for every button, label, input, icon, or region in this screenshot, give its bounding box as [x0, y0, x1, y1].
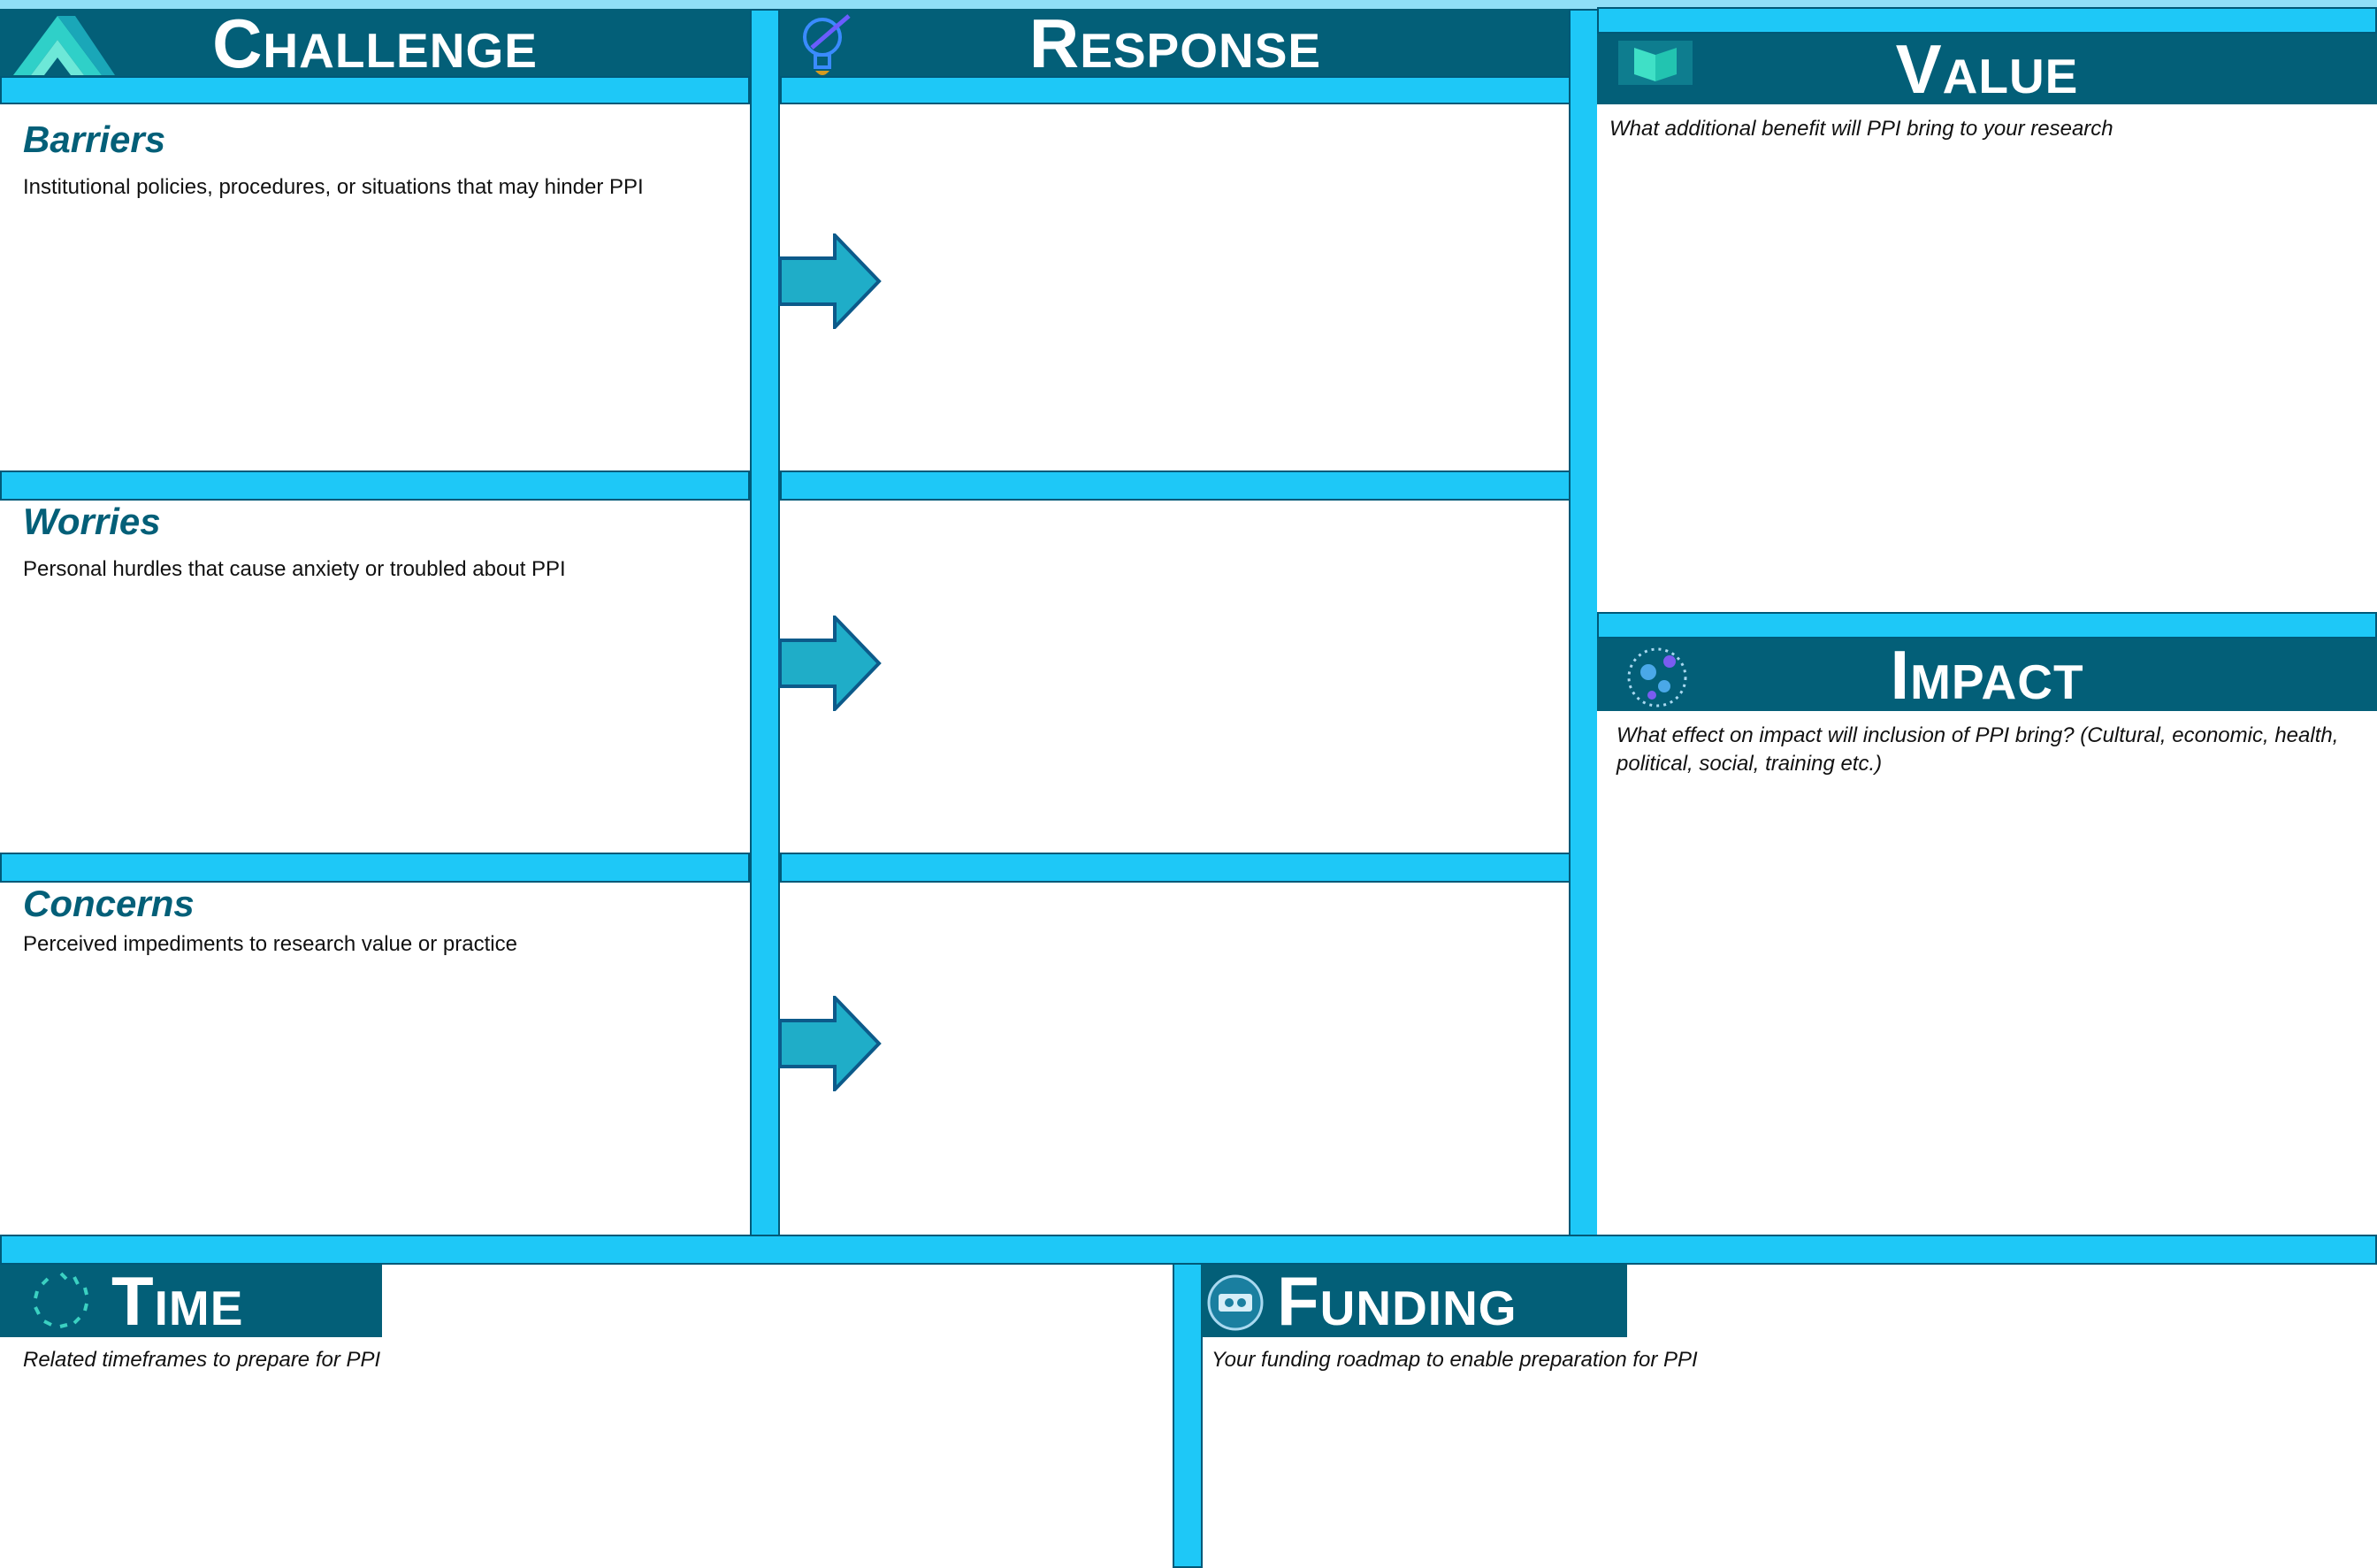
value-topbar: [1597, 7, 2377, 34]
arrow-right-icon-2: [778, 616, 883, 711]
bottom-divider: [0, 1235, 2377, 1265]
funding-desc: Your funding roadmap to enable preparati…: [1211, 1348, 1698, 1372]
concerns-title: Concerns: [23, 883, 195, 924]
arrow-right-icon-3: [778, 996, 883, 1091]
divider-left-1: [0, 470, 750, 501]
worries-title: Worries: [23, 501, 161, 542]
impact-header: Impact: [1597, 639, 2377, 711]
response-box-3[interactable]: [780, 883, 1571, 1235]
value-box[interactable]: What additional benefit will PPI bring t…: [1597, 104, 2377, 612]
funding-box[interactable]: Your funding roadmap to enable preparati…: [1203, 1337, 2377, 1568]
impact-desc: What effect on impact will inclusion of …: [1617, 723, 2339, 776]
funding-title: Funding: [1277, 1262, 1517, 1340]
vertical-divider-2: [1569, 9, 1599, 1236]
impact-box[interactable]: What effect on impact will inclusion of …: [1597, 711, 2377, 1235]
time-box[interactable]: Related timeframes to prepare for PPI: [0, 1337, 1173, 1568]
challenge-subbar: [0, 76, 750, 104]
concerns-desc: Perceived impediments to research value …: [23, 932, 517, 956]
mountain-icon: [9, 9, 115, 78]
response-box-2[interactable]: [780, 501, 1571, 853]
divider-mid-1: [780, 470, 1571, 501]
time-desc: Related timeframes to prepare for PPI: [23, 1348, 381, 1372]
time-title: Time: [111, 1262, 244, 1340]
vertical-divider-bottom: [1173, 1263, 1203, 1568]
response-box-1[interactable]: [780, 104, 1571, 470]
network-icon: [1624, 644, 1691, 711]
funding-header: Funding: [1201, 1265, 1627, 1337]
barriers-title: Barriers: [23, 119, 166, 160]
top-strip: [0, 0, 2377, 9]
value-desc: What additional benefit will PPI bring t…: [1609, 117, 2113, 141]
book-icon: [1615, 35, 1696, 90]
arrow-right-icon-1: [778, 233, 883, 329]
challenge-title: Challenge: [212, 4, 538, 82]
worries-desc: Personal hurdles that cause anxiety or t…: [23, 557, 566, 581]
response-subbar: [780, 76, 1571, 104]
money-icon: [1206, 1274, 1265, 1332]
value-header: Value: [1597, 34, 2377, 104]
value-title: Value: [1895, 30, 2079, 108]
barriers-box[interactable]: Barriers Institutional policies, procedu…: [0, 104, 750, 470]
divider-mid-2: [780, 853, 1571, 883]
vertical-divider-1: [750, 9, 780, 1236]
worries-box[interactable]: Worries Personal hurdles that cause anxi…: [0, 501, 750, 853]
response-header: Response: [780, 9, 1571, 78]
impact-title: Impact: [1890, 636, 2084, 714]
concerns-box[interactable]: Concerns Perceived impediments to resear…: [0, 883, 750, 1235]
cycle-icon: [28, 1268, 94, 1334]
divider-left-2: [0, 853, 750, 883]
lightbulb-icon: [796, 12, 858, 80]
barriers-desc: Institutional policies, procedures, or s…: [23, 175, 644, 199]
challenge-header: Challenge: [0, 9, 750, 78]
impact-topbar: [1597, 612, 2377, 639]
response-title: Response: [1028, 4, 1322, 82]
